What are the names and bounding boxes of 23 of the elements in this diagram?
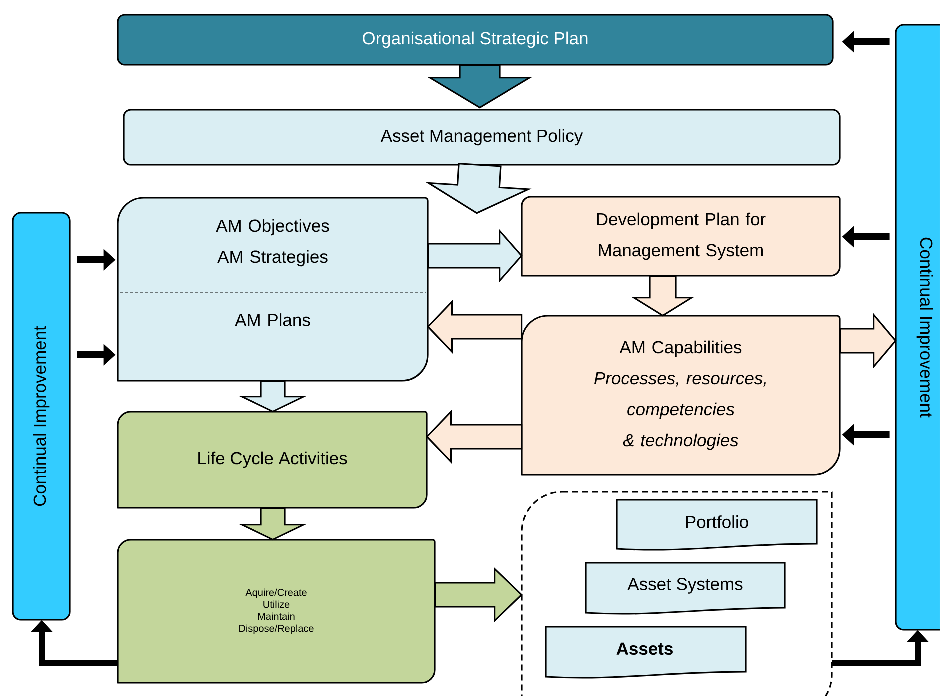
- block-arrow: [427, 228, 523, 284]
- dashed-group-box: [521, 491, 833, 696]
- process-box: Asset Management Policy: [123, 109, 841, 166]
- block-arrow: [238, 507, 308, 541]
- document-box: Assets: [545, 626, 747, 679]
- block-arrow: [839, 312, 897, 370]
- vertical-bar: Continual Improvement: [895, 24, 940, 631]
- process-box: AM Capabilities Processes, resources, competencies & technologies: [521, 315, 841, 476]
- process-box: AM Objectives AM Strategies AM Plans: [117, 197, 429, 382]
- block-arrow: [427, 64, 533, 109]
- block-arrow: [238, 380, 308, 413]
- process-box: Aquire/Create Utilize Maintain Dispose/Replace: [117, 539, 436, 684]
- vertical-bar: Continual Improvement: [12, 212, 71, 621]
- block-arrow: [426, 163, 532, 214]
- block-arrow: [631, 275, 695, 317]
- block-arrow: [427, 300, 523, 354]
- block-arrow: [426, 410, 523, 464]
- plan-box: Organisational Strategic Plan: [117, 14, 834, 66]
- document-box: Portfolio: [616, 499, 818, 551]
- document-box: Asset Systems: [585, 562, 786, 615]
- process-box: Life Cycle Activities: [117, 411, 428, 509]
- process-box: Development Plan for Management System: [521, 196, 841, 277]
- block-arrow: [434, 567, 523, 623]
